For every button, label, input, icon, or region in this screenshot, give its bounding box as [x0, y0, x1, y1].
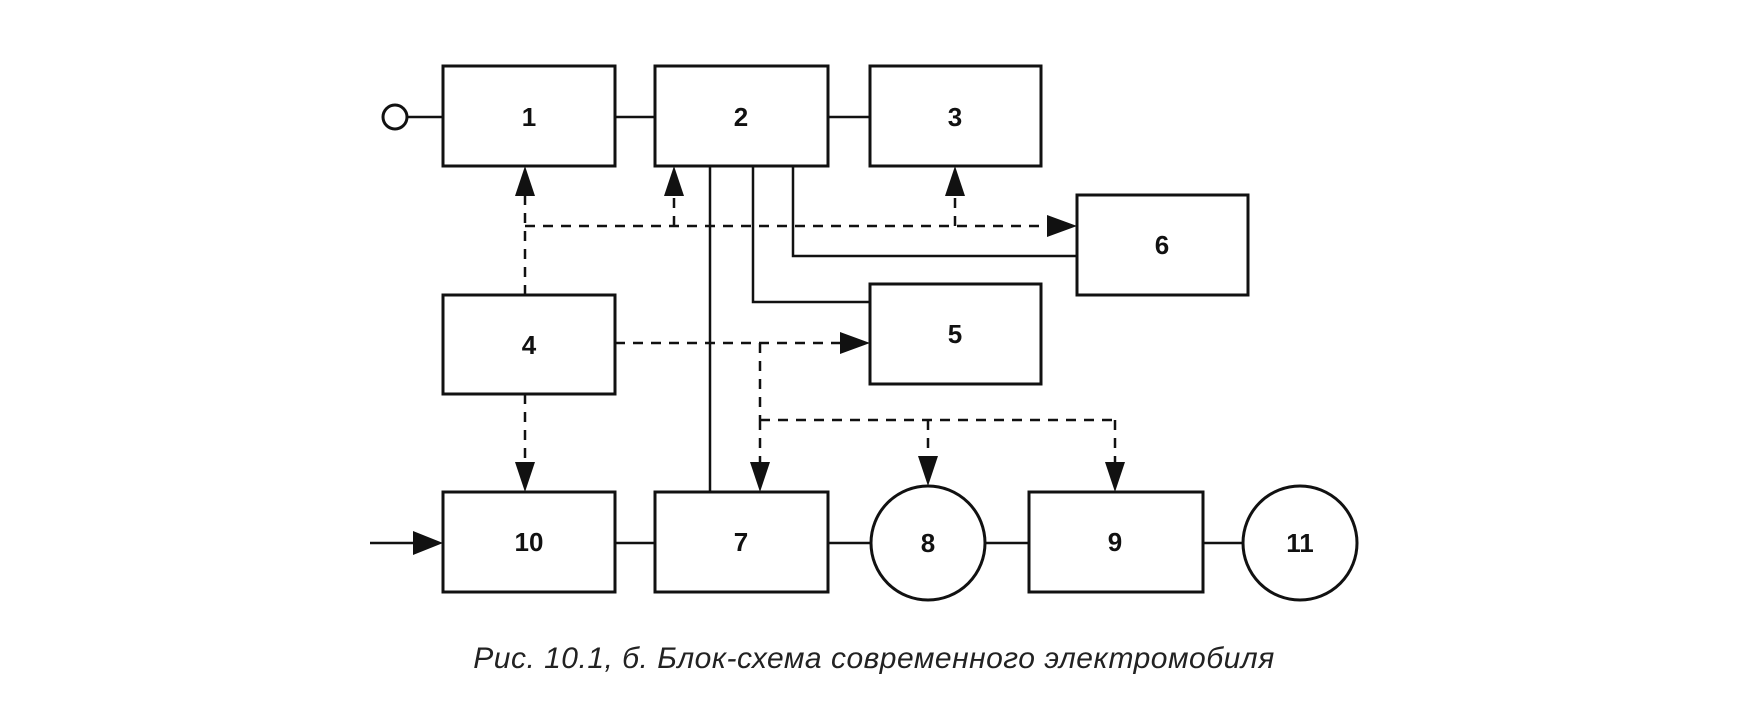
- block-1: 1: [441, 64, 617, 168]
- arrow-to-5: [840, 332, 870, 354]
- block-7: 7: [653, 490, 830, 594]
- arrow-input-10: [413, 531, 443, 555]
- arrow-to-2: [664, 166, 684, 196]
- block-8: 8: [869, 484, 987, 602]
- block-6-label: 6: [1155, 230, 1169, 260]
- block-2-label: 2: [734, 102, 748, 132]
- block-3: 3: [868, 64, 1043, 168]
- block-6: 6: [1075, 193, 1250, 297]
- block-4: 4: [441, 293, 617, 396]
- block-3-label: 3: [948, 102, 962, 132]
- block-9-label: 9: [1108, 527, 1122, 557]
- block-11-label: 11: [1286, 528, 1314, 558]
- block-5: 5: [868, 282, 1043, 386]
- arrow-to-7: [750, 462, 770, 492]
- block-8-label: 8: [921, 528, 935, 558]
- arrow-to-9: [1105, 462, 1125, 492]
- wire-2-5: [751, 166, 870, 304]
- arrow-to-1: [515, 166, 535, 196]
- wire-2-6: [791, 166, 1077, 258]
- arrow-to-3: [945, 166, 965, 196]
- block-1-label: 1: [522, 102, 536, 132]
- block-10-label: 10: [515, 527, 544, 557]
- block-5-label: 5: [948, 319, 962, 349]
- arrow-to-8: [918, 456, 938, 486]
- block-4-label: 4: [522, 330, 537, 360]
- arrow-to-6: [1047, 215, 1077, 237]
- block-7-label: 7: [734, 527, 748, 557]
- block-2: 2: [653, 64, 830, 168]
- power-lines: [370, 115, 1243, 555]
- input-terminal: [381, 103, 409, 131]
- block-11: 11: [1241, 484, 1359, 602]
- arrow-to-10: [515, 462, 535, 492]
- control-lines: [515, 166, 1125, 492]
- block-9: 9: [1027, 490, 1205, 594]
- block-10: 10: [441, 490, 617, 594]
- figure-caption: Рис. 10.1, б. Блок-схема современного эл…: [473, 642, 1275, 675]
